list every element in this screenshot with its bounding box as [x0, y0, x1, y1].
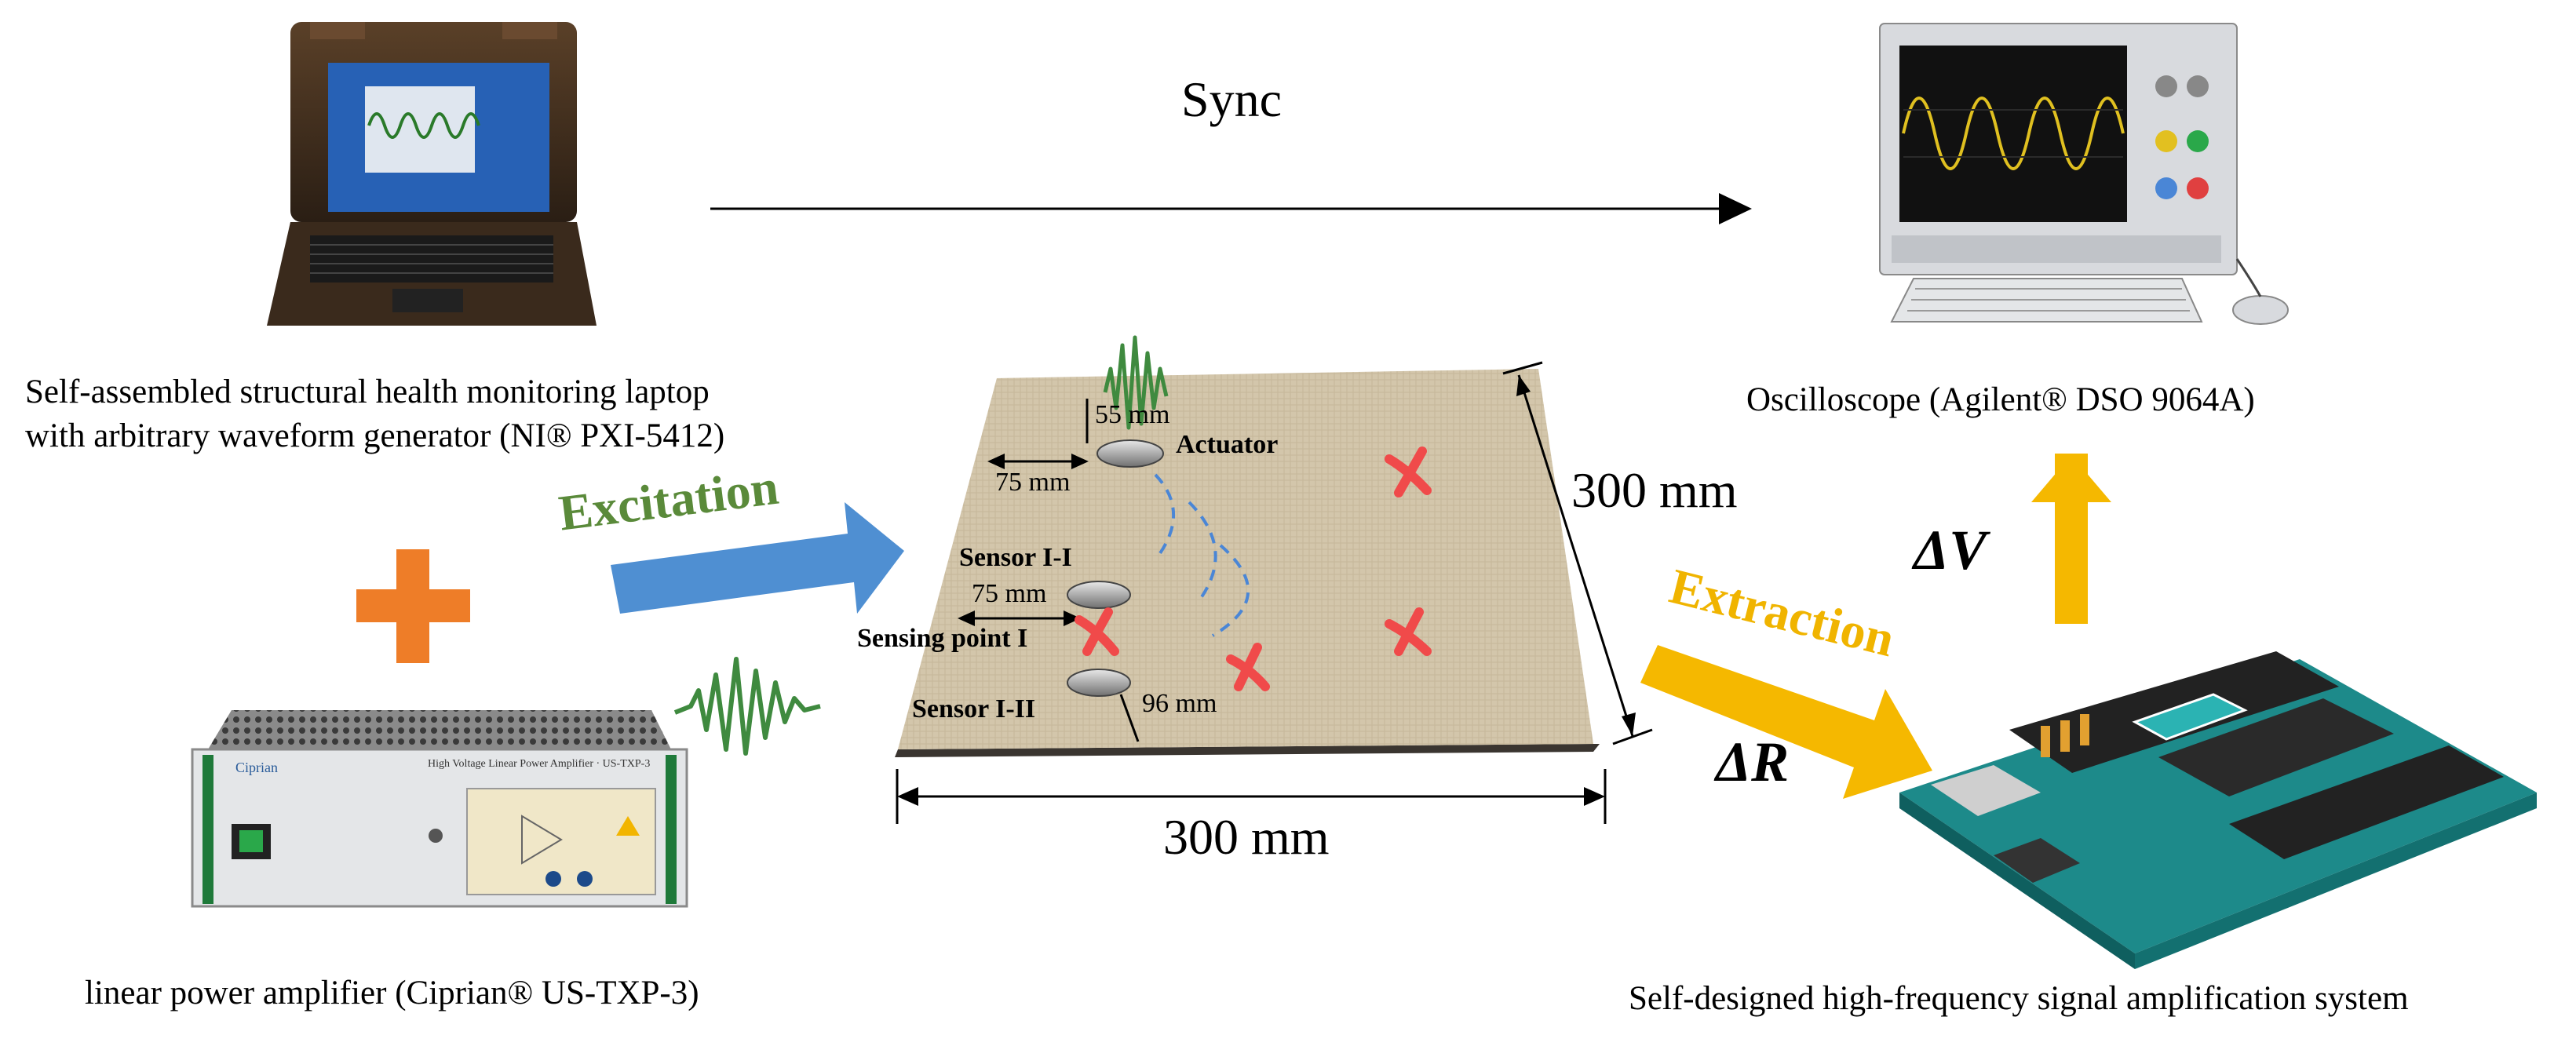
- amplifier-brand: Ciprian: [235, 760, 278, 775]
- damage-mark: [1385, 446, 1432, 497]
- dim-96mm: 96 mm: [1142, 689, 1217, 718]
- sync-arrow: [710, 193, 1752, 224]
- wave-ripples: [1154, 473, 1250, 637]
- laptop-image: [267, 22, 597, 326]
- circuit-board-image: [1899, 651, 2537, 969]
- dim-75mm-top: 75 mm: [995, 468, 1071, 497]
- actuator-disc: [1096, 439, 1164, 468]
- plus-icon: [356, 549, 470, 663]
- board-caption: Self-designed high-frequency signal ampl…: [1629, 980, 2409, 1017]
- delta-v-label: ΔV: [1914, 519, 1987, 581]
- damage-marks: [1075, 446, 1432, 691]
- actuator-label: Actuator: [1176, 430, 1279, 459]
- excitation-wave: [673, 657, 821, 756]
- laptop-caption-line-2: with arbitrary waveform generator (NI® P…: [25, 417, 725, 454]
- damage-mark: [1385, 607, 1432, 656]
- actuator-burst: [1103, 335, 1169, 430]
- amplifier-panel-title: High Voltage Linear Power Amplifier · US…: [428, 758, 651, 770]
- bottom-dimension: [896, 769, 1607, 824]
- plate-dimension-lines: [958, 399, 1140, 742]
- extraction-arrow: [1640, 645, 1932, 799]
- sensor-2-label: Sensor I-II: [912, 694, 1036, 723]
- damage-mark: [1226, 643, 1270, 691]
- sensor-1-label: Sensor I-I: [959, 543, 1072, 572]
- side-dimension: [1502, 361, 1653, 745]
- oscilloscope-image: [1879, 23, 2289, 325]
- amplifier-image: [191, 710, 688, 908]
- sensing-point-label: Sensing point I: [857, 624, 1028, 653]
- excitation-arrow: [611, 502, 904, 614]
- laptop-caption-line-1: Self-assembled structural health monitor…: [25, 374, 710, 410]
- delta-r-label: ΔR: [1716, 731, 1790, 793]
- sensor-disc-2: [1067, 669, 1131, 697]
- damage-mark: [1075, 607, 1119, 656]
- sync-label: Sync: [1181, 71, 1282, 127]
- side-dimension-label: 300 mm: [1571, 462, 1738, 518]
- dim-55mm: 55 mm: [1095, 400, 1170, 429]
- dim-75mm-mid: 75 mm: [972, 579, 1047, 608]
- oscilloscope-caption: Oscilloscope (Agilent® DSO 9064A): [1746, 381, 2255, 418]
- bottom-dimension-label: 300 mm: [1163, 809, 1330, 865]
- sensor-disc-1: [1067, 581, 1131, 609]
- amplifier-caption: linear power amplifier (Ciprian® US-TXP-…: [85, 975, 699, 1011]
- delta-v-arrow: [2031, 454, 2111, 624]
